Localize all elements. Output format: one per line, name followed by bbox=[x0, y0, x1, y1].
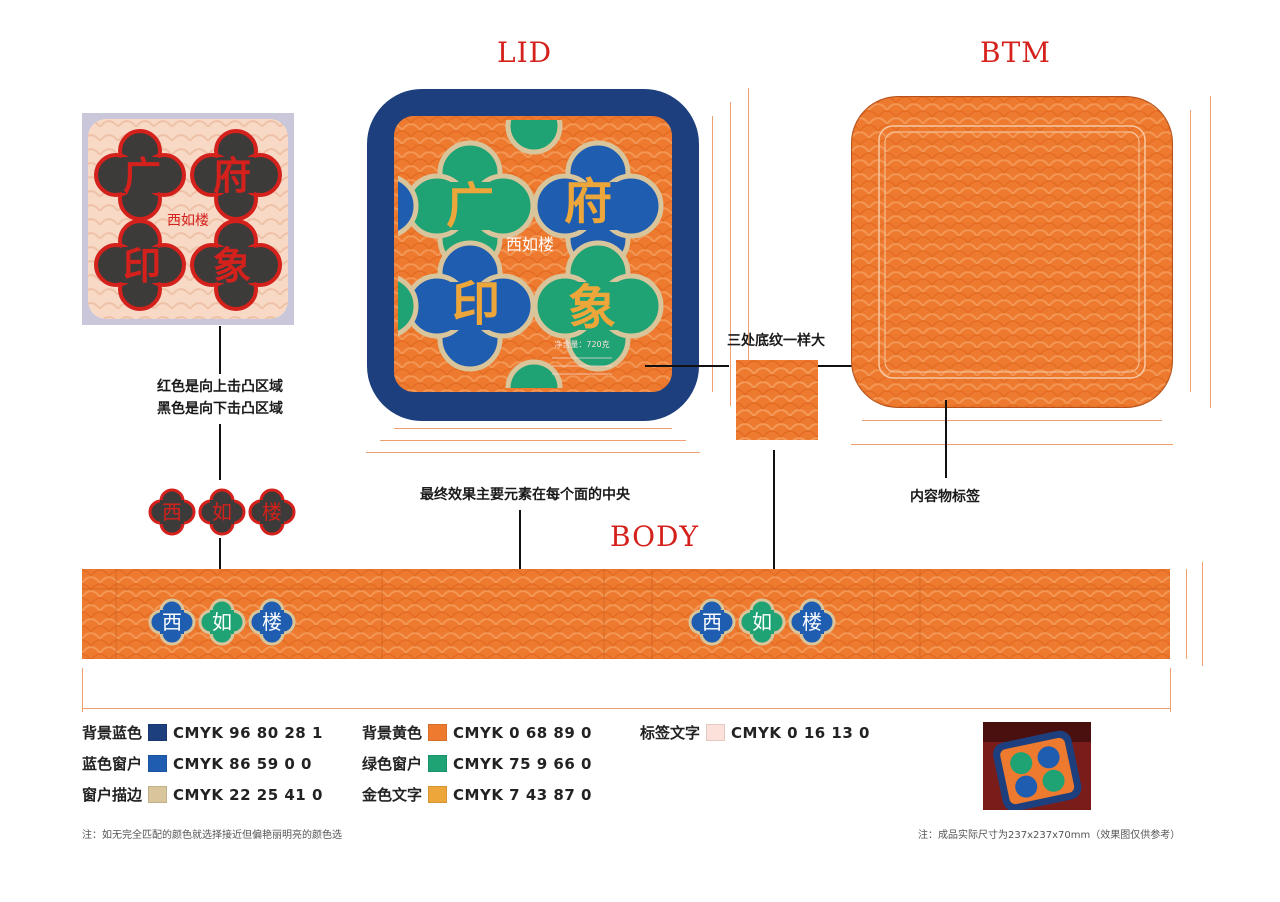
swatch-label-text bbox=[706, 724, 726, 741]
body-emblem-left-char-2: 如 bbox=[212, 610, 232, 634]
footnote-right: 注：成品实际尺寸为237x237x70mm（效果图仅供参考） bbox=[918, 830, 1181, 841]
emboss-char-3: 印 bbox=[123, 243, 161, 288]
body-emblem-left-char-1: 西 bbox=[162, 610, 182, 634]
body-emblem-left: 西 如 楼 bbox=[148, 598, 296, 646]
lid-panel: 广 府 印 象 西如楼 净含量：720克 bbox=[367, 89, 699, 421]
lid-char-2: 府 bbox=[564, 174, 612, 230]
swatch-window-blue bbox=[148, 755, 168, 772]
swatch-window-border bbox=[148, 786, 168, 803]
body-emblem-right-char-3: 楼 bbox=[802, 610, 822, 634]
emboss-char-1: 广 bbox=[123, 153, 161, 198]
emboss-char-4: 象 bbox=[213, 243, 251, 288]
body-emblem-right-char-2: 如 bbox=[752, 610, 772, 634]
emboss-brand: 西如楼 bbox=[167, 213, 209, 229]
emboss-down-note: 黑色是向下击凸区域 bbox=[157, 401, 283, 417]
legend-item-window-border: 窗户描边 CMYK 22 25 41 0 bbox=[82, 785, 323, 805]
lid-char-3: 印 bbox=[452, 276, 500, 332]
lid-char-4: 象 bbox=[568, 280, 616, 336]
legend-item-window-blue: 蓝色窗户 CMYK 86 59 0 0 bbox=[82, 754, 312, 774]
legend-item-window-green: 绿色窗户 CMYK 75 9 66 0 bbox=[362, 754, 592, 774]
footnote-left: 注：如无完全匹配的颜色就选择接近但偏艳丽明亮的颜色选 bbox=[82, 830, 342, 841]
lid-title: LID bbox=[497, 36, 553, 69]
center-elements-note: 最终效果主要元素在每个面的中央 bbox=[420, 487, 630, 503]
legend-item-label-text: 标签文字 CMYK 0 16 13 0 bbox=[640, 723, 870, 743]
legend-item-bg-blue: 背景蓝色 CMYK 96 80 28 1 bbox=[82, 723, 323, 743]
emboss-char-2: 府 bbox=[213, 153, 251, 198]
lid-char-1: 广 bbox=[446, 178, 494, 234]
emboss-emblem-char-2: 如 bbox=[212, 500, 232, 524]
emboss-emblem: 西 如 楼 bbox=[148, 488, 296, 536]
emboss-up-note: 红色是向上击凸区域 bbox=[157, 379, 283, 395]
lid-brand: 西如楼 bbox=[506, 235, 554, 254]
btm-title: BTM bbox=[980, 36, 1051, 69]
swatch-bg-orange bbox=[428, 724, 448, 741]
btm-panel bbox=[851, 96, 1173, 408]
emboss-emblem-char-3: 楼 bbox=[262, 500, 282, 524]
pattern-sample bbox=[736, 360, 818, 440]
product-photo bbox=[983, 722, 1091, 810]
swatch-gold-text bbox=[428, 786, 448, 803]
swatch-window-green bbox=[428, 755, 448, 772]
body-emblem-left-char-3: 楼 bbox=[262, 610, 282, 634]
body-emblem-right: 西 如 楼 bbox=[688, 598, 836, 646]
body-title: BODY bbox=[610, 520, 699, 553]
same-pattern-note: 三处底纹一样大 bbox=[727, 333, 825, 349]
legend-item-bg-orange: 背景黄色 CMYK 0 68 89 0 bbox=[362, 723, 592, 743]
legend-item-gold-text: 金色文字 CMYK 7 43 87 0 bbox=[362, 785, 592, 805]
emboss-emblem-char-1: 西 bbox=[162, 500, 182, 524]
body-emblem-right-char-1: 西 bbox=[702, 610, 722, 634]
lid-net-weight: 净含量：720克 bbox=[554, 339, 609, 349]
content-label-note: 内容物标签 bbox=[910, 489, 980, 505]
swatch-bg-blue bbox=[148, 724, 168, 741]
emboss-preview: 广 府 印 象 西如楼 bbox=[82, 113, 294, 325]
